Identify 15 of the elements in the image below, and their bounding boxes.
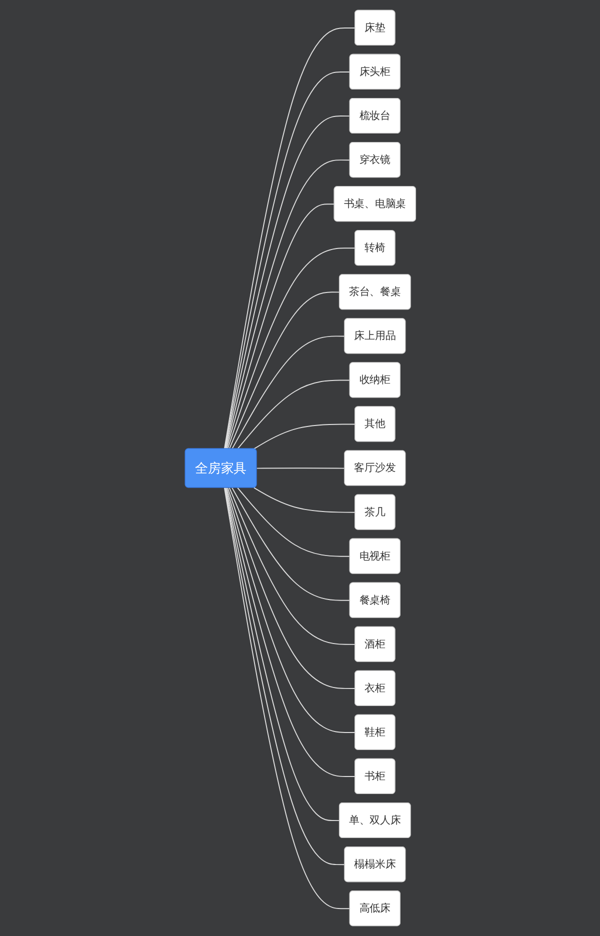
connector: [226, 248, 356, 450]
connector: [253, 424, 356, 450]
connector: [256, 468, 345, 469]
connector: [231, 487, 350, 601]
connector: [228, 487, 356, 645]
connector: [236, 380, 350, 450]
connector: [226, 204, 334, 450]
connector: [231, 336, 345, 450]
connector: [224, 487, 356, 778]
connector: [224, 487, 340, 822]
connector: [228, 292, 340, 450]
connector: [236, 487, 350, 557]
connector: [226, 487, 356, 733]
connector: [253, 487, 356, 513]
connector: [226, 487, 356, 689]
